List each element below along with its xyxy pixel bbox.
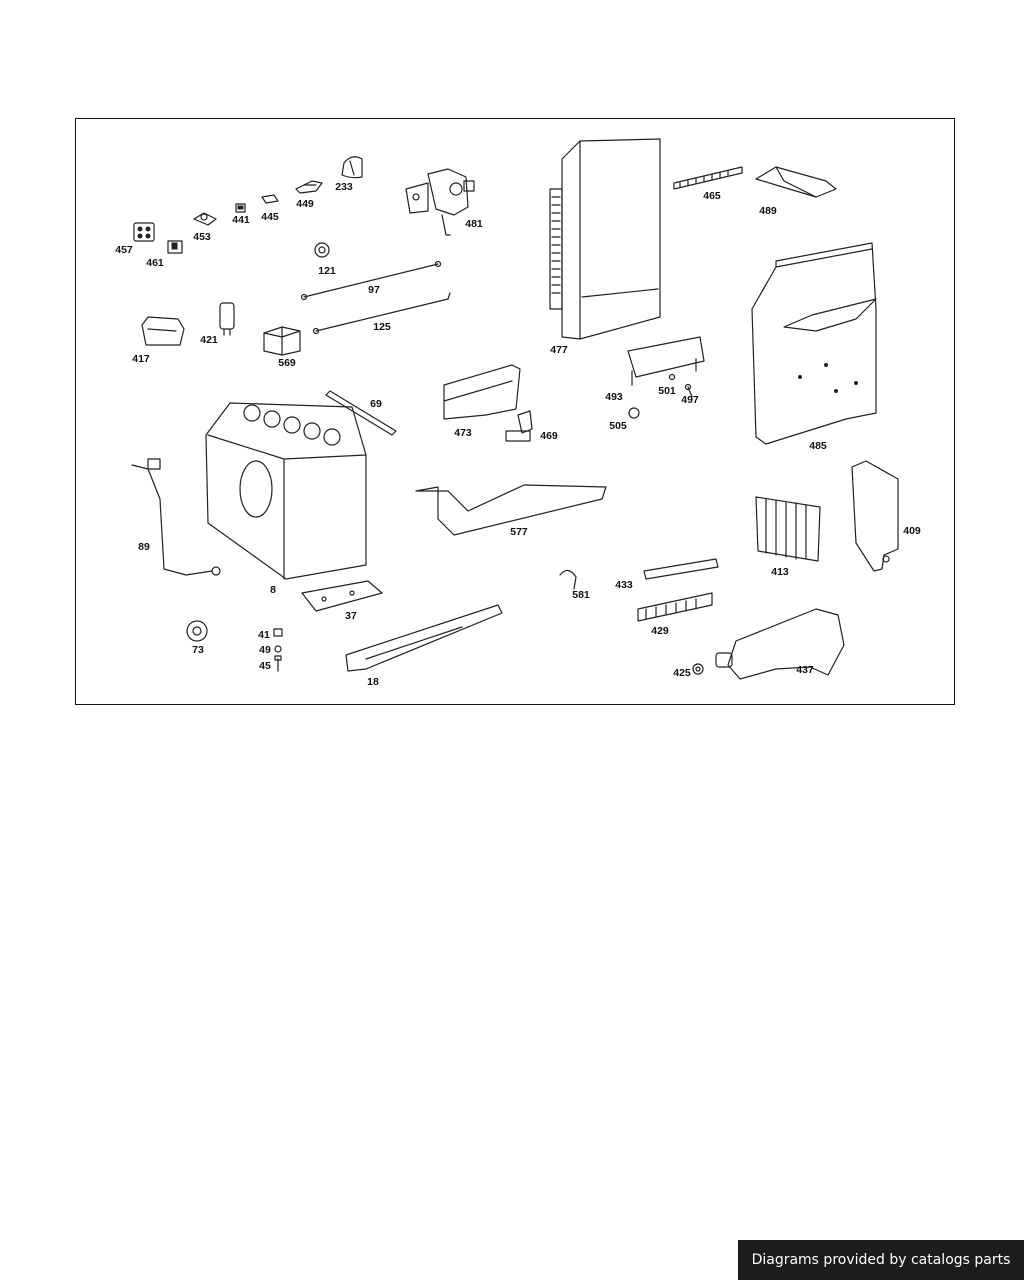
callout-69: 69: [370, 398, 382, 410]
callout-493: 493: [605, 391, 623, 403]
callout-505: 505: [609, 420, 627, 432]
part-453-bracket: [193, 212, 217, 226]
callout-437: 437: [796, 664, 814, 676]
callout-18: 18: [367, 676, 379, 688]
part-73-grommet: [186, 620, 208, 642]
part-501-nut: [668, 373, 676, 381]
part-465-strip: [673, 166, 743, 190]
part-481-pump: [405, 168, 475, 236]
callout-441: 441: [232, 214, 250, 226]
part-41-nut: [273, 628, 283, 637]
part-449-cover: [295, 180, 323, 194]
callout-125: 125: [373, 321, 391, 333]
callout-121: 121: [318, 265, 336, 277]
callout-417: 417: [132, 353, 150, 365]
callout-409: 409: [903, 525, 921, 537]
callout-233: 233: [335, 181, 353, 193]
part-425-nut: [692, 663, 704, 675]
part-581-clip: [559, 569, 577, 590]
part-8-battery: [205, 402, 367, 580]
part-413-heat-sink: [755, 496, 821, 562]
callout-41: 41: [258, 629, 270, 641]
callout-489: 489: [759, 205, 777, 217]
callout-453: 453: [193, 231, 211, 243]
part-469-valve: [505, 410, 533, 442]
callout-97: 97: [368, 284, 380, 296]
callout-473: 473: [454, 427, 472, 439]
callout-413: 413: [771, 566, 789, 578]
callout-569: 569: [278, 357, 296, 369]
part-429-comb: [637, 592, 713, 622]
callout-581: 581: [572, 589, 590, 601]
part-89-battery-cable: [131, 458, 221, 576]
callout-49: 49: [259, 644, 271, 656]
diagram-credit-badge: Diagrams provided by catalogs parts: [738, 1240, 1024, 1280]
part-445-block: [261, 194, 279, 204]
callout-73: 73: [192, 644, 204, 656]
callout-37: 37: [345, 610, 357, 622]
part-45-bolt: [274, 655, 282, 672]
part-433-rail: [643, 558, 719, 580]
callout-469: 469: [540, 430, 558, 442]
part-97-cable: [300, 260, 442, 301]
callout-457: 457: [115, 244, 133, 256]
part-473-bracket: [443, 364, 521, 420]
parts-diagram: 233 481 477 465 489 449 445 441 453 457 …: [75, 118, 955, 705]
part-18-rail: [345, 604, 503, 672]
parts-illustration: 233 481 477 465 489 449 445 441 453 457 …: [115, 138, 921, 688]
callout-425: 425: [673, 667, 691, 679]
part-437-reservoir: [715, 608, 845, 680]
callout-477: 477: [550, 344, 568, 356]
callout-577: 577: [510, 526, 528, 538]
part-493-bracket: [627, 336, 705, 386]
callout-445: 445: [261, 211, 279, 223]
part-37-plate: [301, 580, 383, 612]
part-441-clip: [235, 203, 246, 213]
part-121-grommet: [314, 242, 330, 258]
part-409-bracket: [851, 460, 899, 572]
part-457-connector: [133, 222, 155, 242]
callout-485: 485: [809, 440, 827, 452]
part-421-capacitor: [219, 302, 235, 336]
callout-501: 501: [658, 385, 676, 397]
part-485-panel: [751, 242, 877, 445]
callout-481: 481: [465, 218, 483, 230]
part-497-screw: [684, 383, 693, 398]
callout-421: 421: [200, 334, 218, 346]
part-49-washer: [274, 645, 282, 653]
part-125-cable: [312, 292, 451, 335]
callout-497: 497: [681, 394, 699, 406]
callout-89: 89: [138, 541, 150, 553]
callout-465: 465: [703, 190, 721, 202]
callout-461: 461: [146, 257, 164, 269]
part-577-tray: [415, 484, 607, 536]
callout-45: 45: [259, 660, 271, 672]
part-69-strap: [325, 390, 397, 436]
part-505-grommet: [628, 407, 640, 419]
part-461-switch: [167, 240, 183, 254]
part-489-bracket: [755, 166, 837, 198]
part-569-box: [263, 326, 301, 356]
part-417-relay: [141, 316, 185, 346]
part-233-grommet: [341, 156, 363, 179]
part-477-control-unit: [549, 138, 661, 340]
callout-8: 8: [270, 584, 276, 596]
callout-429: 429: [651, 625, 669, 637]
callout-449: 449: [296, 198, 314, 210]
callout-433: 433: [615, 579, 633, 591]
